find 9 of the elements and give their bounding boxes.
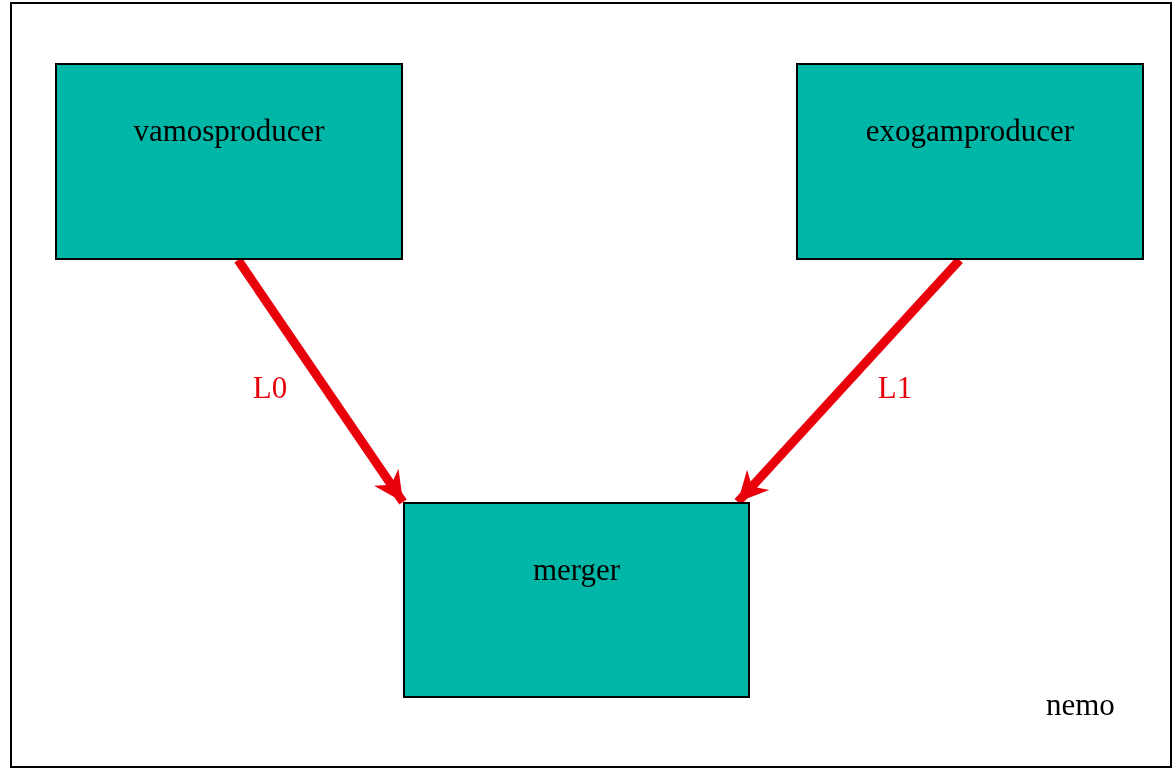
process-box [403,502,750,698]
diagram-label: nemo [1046,687,1115,723]
diagram-frame [10,2,1172,768]
arrow [234,257,407,505]
process-box [796,63,1144,260]
box-label: merger [532,552,621,588]
box-label: exogamproducer [865,113,1075,149]
process-box [55,63,403,260]
box-label: vamosproducer [133,113,325,149]
